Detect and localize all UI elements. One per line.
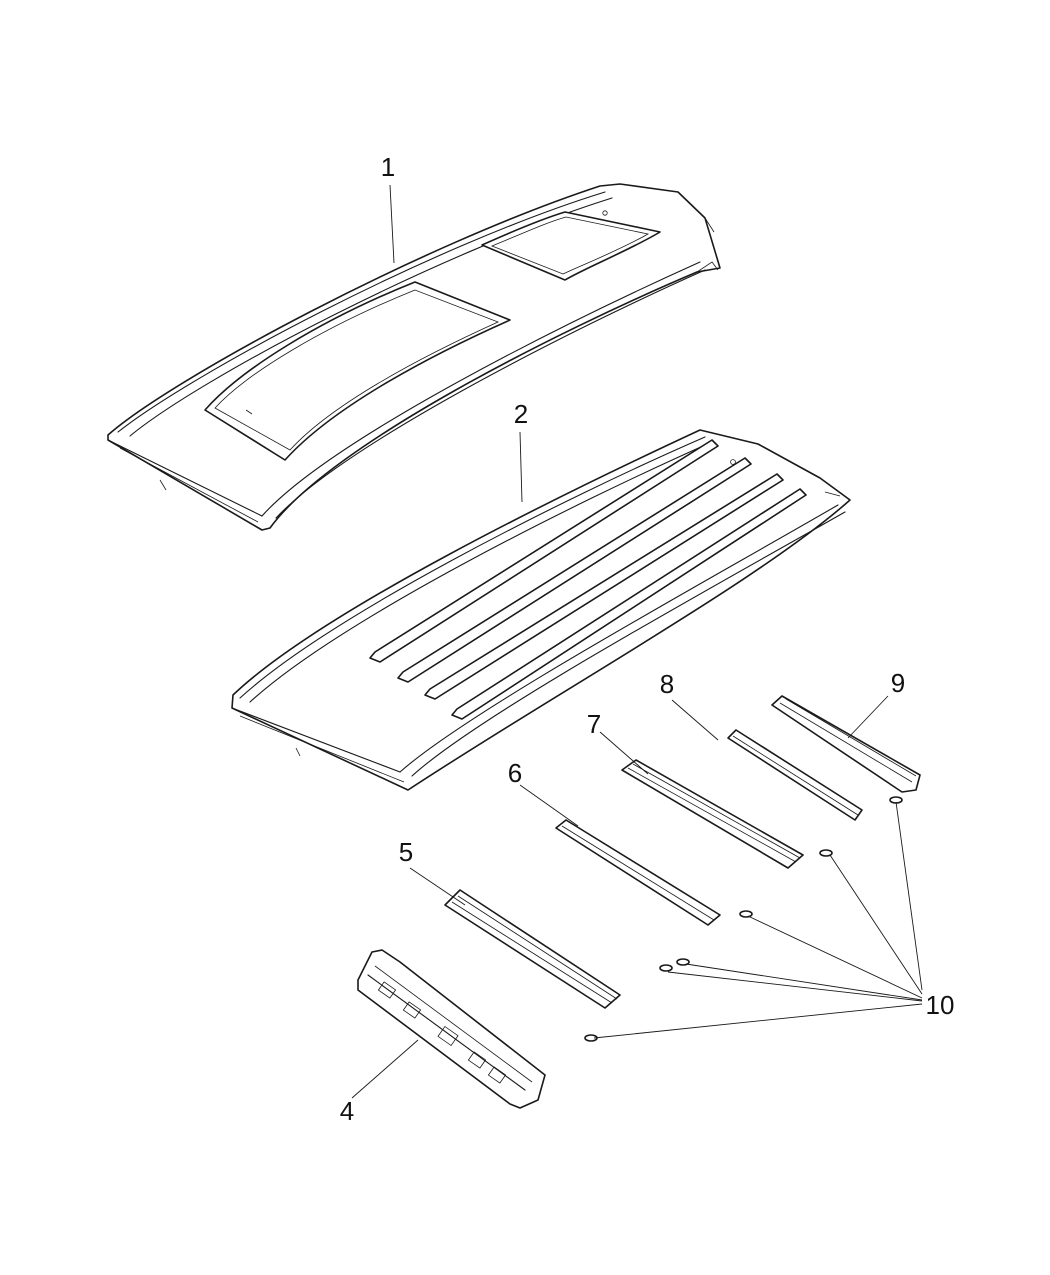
part-4-front-header [357, 949, 546, 1109]
part-7-roof-bow [621, 759, 804, 869]
fastener-icon [659, 964, 673, 972]
fastener-icon [676, 958, 690, 966]
callout-7: 7 [587, 709, 601, 739]
callout-2: 2 [514, 399, 528, 429]
callout-6: 6 [508, 758, 522, 788]
part-10-fasteners [584, 796, 903, 1042]
part-6-roof-bow [555, 819, 721, 926]
part-1-roof-panel-sunroof [107, 183, 721, 531]
fastener-icon [739, 910, 753, 918]
callout-9: 9 [891, 668, 905, 698]
callout-10: 10 [926, 990, 955, 1020]
part-5-roof-bow [444, 889, 621, 1009]
callout-labels: 1 2 4 5 6 7 8 9 10 [340, 152, 955, 1126]
callout-4: 4 [340, 1096, 354, 1126]
leader-lines [351, 184, 923, 1099]
callout-5: 5 [399, 837, 413, 867]
fastener-icon [819, 849, 833, 857]
part-9-rear-header [771, 695, 921, 793]
callout-8: 8 [660, 669, 674, 699]
part-8-roof-bow [727, 729, 863, 821]
callout-1: 1 [381, 152, 395, 182]
part-2-roof-panel [231, 429, 851, 791]
